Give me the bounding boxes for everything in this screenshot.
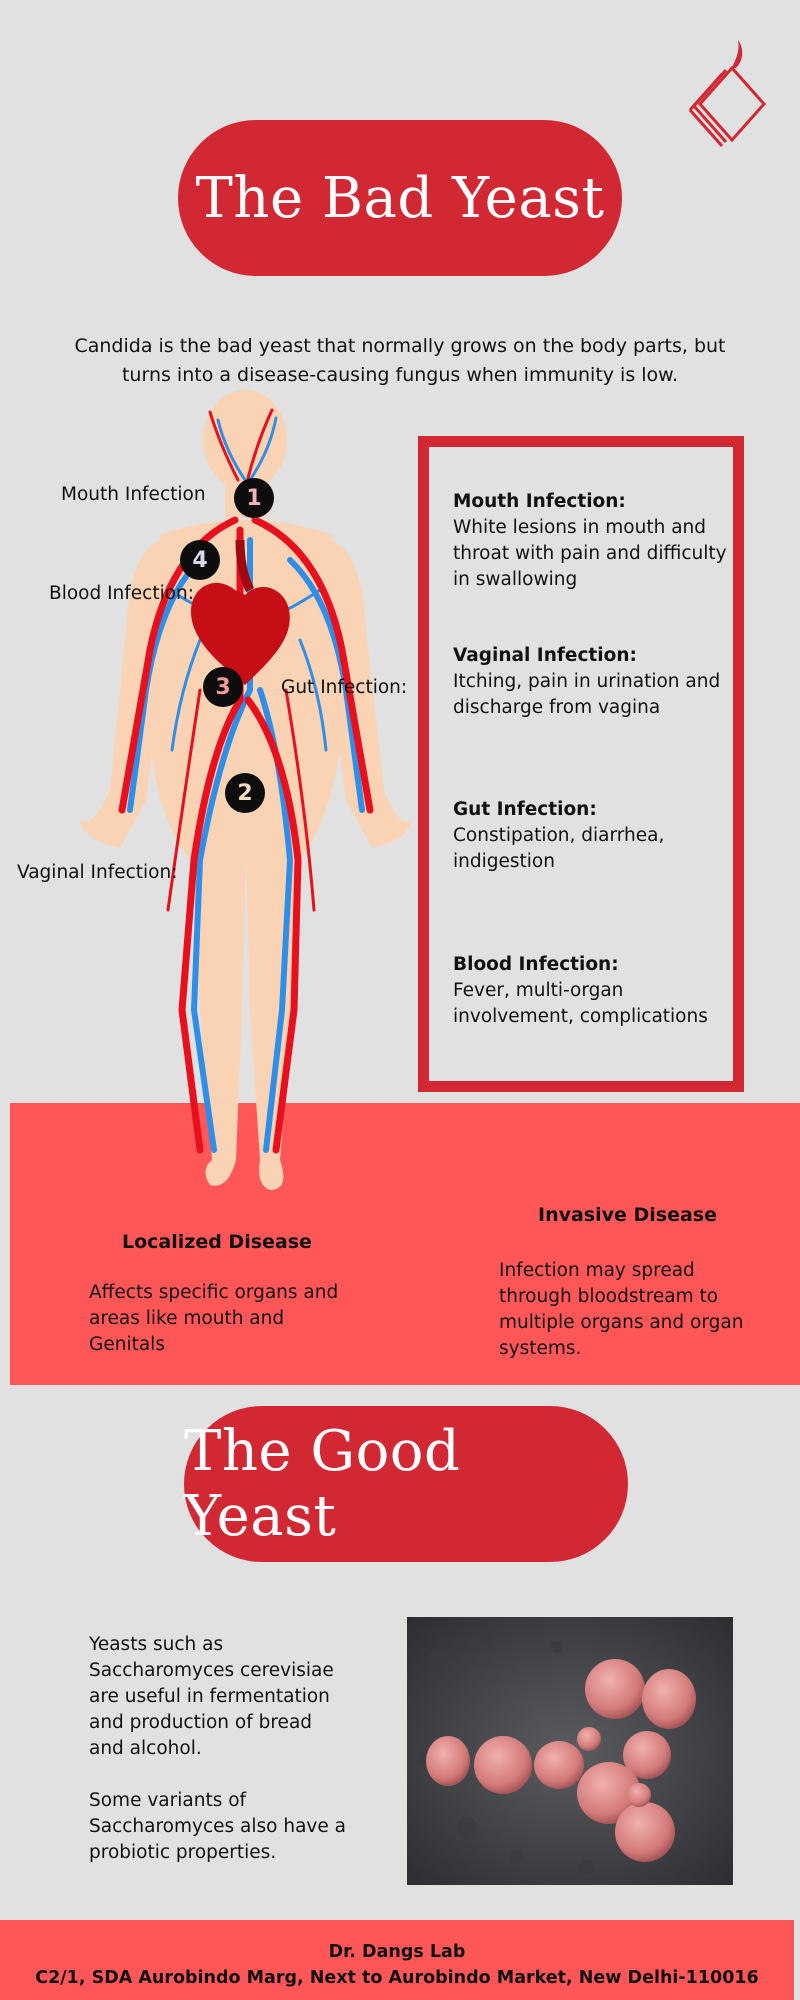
good-yeast-paragraph-2: Some variants of Saccharomyces also have… (89, 1790, 346, 1863)
marker-3: 3 (203, 667, 243, 707)
marker-1: 1 (234, 478, 274, 518)
localized-disease-heading: Localized Disease (122, 1231, 312, 1253)
localized-disease-text: Affects specific organs and areas like m… (89, 1282, 339, 1355)
info-text: Itching, pain in urination and discharge… (453, 671, 721, 718)
info-heading: Blood Infection: (453, 954, 619, 975)
footer-address: C2/1, SDA Aurobindo Marg, Next to Aurobi… (35, 1968, 759, 1988)
invasive-disease-heading: Invasive Disease (538, 1204, 718, 1226)
vaginal-infection-label: Vaginal Infection: (17, 862, 178, 883)
info-text: Constipation, diarrhea, indigestion (453, 825, 665, 872)
good-yeast-paragraph-1: Yeasts such as Saccharomyces cerevisiae … (89, 1634, 334, 1759)
gut-infection-label: Gut Infection: (281, 677, 408, 698)
brand-logo-icon (688, 40, 767, 147)
info-heading: Vaginal Infection: (453, 645, 637, 666)
info-blood-infection: Blood Infection: Fever, multi-organ invo… (453, 952, 743, 1030)
marker-4: 4 (180, 540, 220, 580)
bad-yeast-title: The Bad Yeast (195, 165, 605, 231)
footer: Dr. Dangs Lab C2/1, SDA Aurobindo Marg, … (0, 1920, 794, 2000)
invasive-disease-text: Infection may spread through bloodstream… (499, 1260, 744, 1359)
bad-yeast-title-pill: The Bad Yeast (178, 120, 622, 276)
good-yeast-title-pill: The Good Yeast (184, 1406, 628, 1562)
intro-text: Candida is the bad yeast that normally g… (74, 335, 726, 386)
infection-info-box: Mouth Infection: White lesions in mouth … (418, 436, 744, 1092)
mouth-infection-label: Mouth Infection (61, 484, 206, 505)
info-gut-infection: Gut Infection: Constipation, diarrhea, i… (453, 797, 743, 875)
footer-lab-name: Dr. Dangs Lab (328, 1942, 466, 1962)
info-heading: Mouth Infection: (453, 491, 626, 512)
blood-infection-label: Blood Infection: (49, 583, 195, 604)
info-text: White lesions in mouth and throat with p… (453, 517, 727, 590)
info-text: Fever, multi-organ involvement, complica… (453, 980, 708, 1027)
yeast-micrograph-image (407, 1617, 733, 1885)
info-mouth-infection: Mouth Infection: White lesions in mouth … (453, 489, 743, 593)
info-vaginal-infection: Vaginal Infection: Itching, pain in urin… (453, 643, 743, 721)
marker-2: 2 (225, 773, 265, 813)
good-yeast-title: The Good Yeast (184, 1419, 461, 1549)
info-heading: Gut Infection: (453, 799, 597, 820)
